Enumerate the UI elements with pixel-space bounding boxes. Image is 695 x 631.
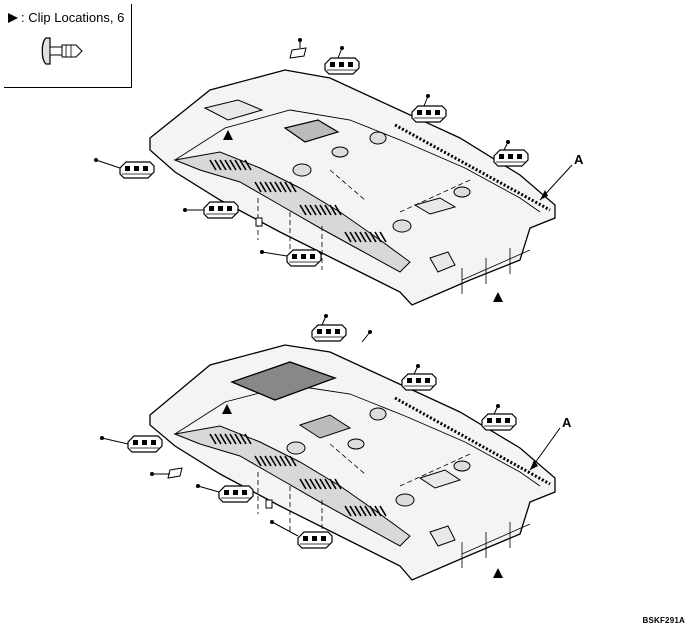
legend-box: : Clip Locations, 6 — [4, 4, 132, 88]
legend-label: : Clip Locations, 6 — [8, 10, 124, 25]
clip-icon — [41, 37, 83, 65]
bottom-clip-marker-1 — [222, 404, 232, 414]
bottom-headliner — [149, 344, 556, 581]
top-clip-parts — [94, 38, 529, 267]
top-clip-marker-1 — [223, 130, 233, 140]
top-headliner — [149, 69, 556, 306]
bottom-clip-parts — [100, 314, 517, 549]
bottom-clip-marker-2 — [493, 568, 503, 578]
triangle-marker-icon — [8, 13, 18, 23]
legend-text: : Clip Locations, 6 — [21, 10, 125, 25]
bottom-callout-a: A — [562, 415, 572, 430]
top-clip-marker-2 — [493, 292, 503, 302]
figure-code: BSKF291A — [642, 616, 685, 625]
top-callout-a: A — [574, 152, 584, 167]
